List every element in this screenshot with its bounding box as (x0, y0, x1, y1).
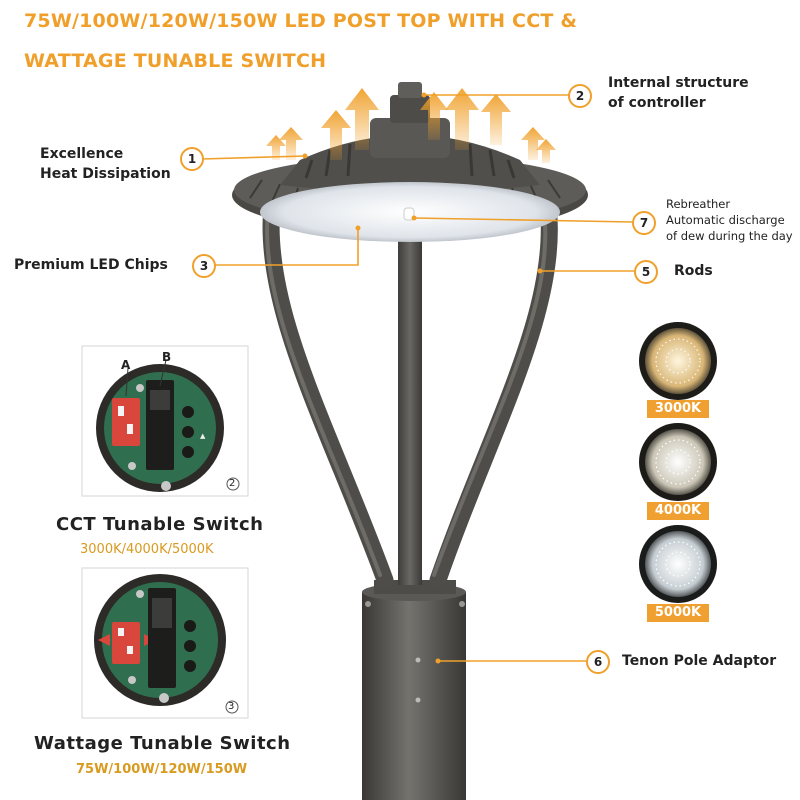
center-stem (398, 240, 422, 585)
cct-sample-3000k (639, 322, 717, 400)
callout-label-heat-line2: Heat Dissipation (40, 166, 171, 182)
cct-sample-4000k (639, 423, 717, 501)
callout-badge-1: 1 (180, 147, 204, 171)
cct-tag-3000k: 3000K (647, 400, 709, 418)
switch-letter-a: A (121, 358, 131, 372)
cct-switch-title: CCT Tunable Switch (56, 514, 264, 535)
tenon-pole-adaptor (362, 580, 466, 800)
cct-switch-board: ▲ (81, 345, 249, 497)
callout-badge-3: 3 (192, 254, 216, 278)
page-title-line1: 75W/100W/120W/150W LED POST TOP WITH CCT… (24, 10, 578, 32)
heat-arrows (266, 88, 556, 163)
callout-lines (201, 94, 634, 662)
callout-badge-2: 2 (568, 84, 592, 108)
callout-badge-5: 5 (634, 260, 658, 284)
cct-tag-4000k: 4000K (647, 502, 709, 520)
wattage-switch-subtitle: 75W/100W/120W/150W (76, 762, 248, 777)
callout-label-tenon: Tenon Pole Adaptor (622, 653, 777, 669)
callout-label-led-chips: Premium LED Chips (14, 257, 168, 273)
cct-switch-subtitle: 3000K/4000K/5000K (80, 542, 214, 557)
callout-label-rebreather-line2: Automatic discharge (666, 213, 785, 227)
callout-label-rebreather-line1: Rebreather (666, 197, 731, 211)
wattage-switch-board (81, 567, 249, 719)
page-title-line2: WATTAGE TUNABLE SWITCH (24, 50, 327, 72)
callout-label-controller-line1: Internal structure (608, 75, 749, 91)
cct-tag-5000k: 5000K (647, 604, 709, 622)
rods (262, 196, 558, 589)
callout-label-rods: Rods (674, 263, 713, 279)
callout-label-rebreather-line3: of dew during the day (666, 229, 793, 243)
wattage-switch-title: Wattage Tunable Switch (34, 733, 291, 754)
callout-badge-6: 6 (586, 650, 610, 674)
cct-sample-5000k (639, 525, 717, 603)
callout-label-heat-line1: Excellence (40, 146, 124, 162)
switch-letter-b: B (162, 350, 172, 364)
cct-board-number: 2 (229, 478, 236, 489)
wattage-board-number: 3 (228, 701, 235, 712)
callout-label-controller-line2: of controller (608, 95, 706, 111)
callout-badge-7: 7 (632, 211, 656, 235)
fixture-head (232, 82, 588, 242)
svg-text:▲: ▲ (200, 432, 206, 440)
